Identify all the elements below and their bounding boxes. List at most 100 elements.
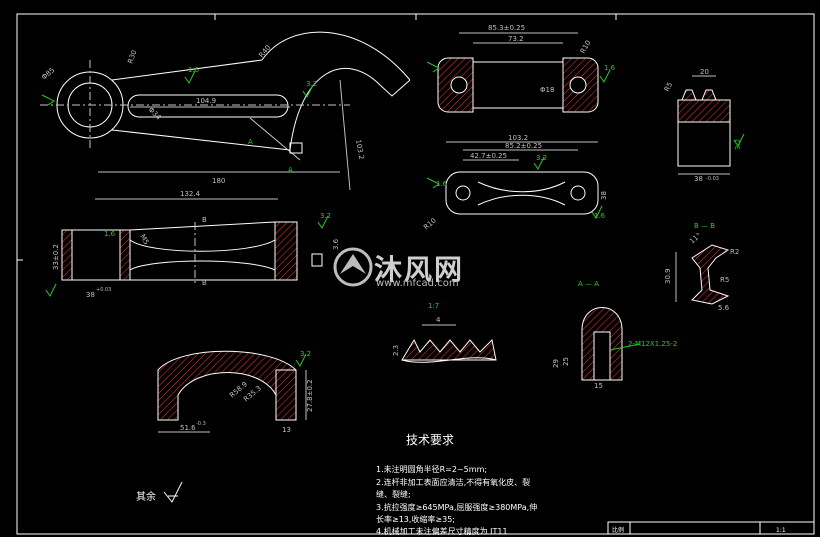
dim-small-width: 38: [86, 291, 95, 299]
right-top-roughness: [426, 61, 611, 83]
section-aa-view: [581, 307, 641, 381]
ss-top-lugs: [681, 89, 717, 101]
front-web: [129, 239, 276, 271]
title-cell-a: 比例: [612, 526, 624, 534]
detail-view: [401, 324, 497, 363]
note-line-3: 缝、裂缝;: [376, 489, 411, 499]
roughness-icon: [426, 177, 440, 189]
dim-103-line: [339, 79, 351, 191]
dim-rp-inner: 42.7±0.25: [470, 152, 507, 160]
rp-left-hole: [455, 185, 471, 201]
dim-rt-radius: R10: [579, 39, 593, 55]
title-cell-b: 1:1: [776, 527, 786, 534]
front-detail-box: [311, 253, 323, 267]
roughness-icon: [591, 205, 603, 219]
roughness-icon: [302, 84, 314, 98]
section-b-bottom: B: [202, 279, 207, 287]
dim-aa-d1: 29: [552, 359, 560, 368]
roughness-icon: [45, 283, 57, 297]
watermark-url: www.mfcad.com: [376, 278, 459, 289]
dim-rp-height: 38: [600, 191, 608, 200]
rt-right-hole: [569, 76, 587, 94]
bb-title: B — B: [694, 222, 715, 230]
rt-body: [472, 61, 564, 109]
dim-bore: Φ34: [147, 106, 163, 122]
note-line-1: 1.未注明圆角半径R=2~5mm;: [376, 464, 487, 474]
dim-cap-height: 27.8±0.2: [306, 379, 314, 412]
title-block: [607, 521, 815, 535]
front-top: [129, 221, 276, 231]
rough-rp-b: 1.6: [594, 212, 606, 220]
cap-outer: [157, 350, 297, 421]
detail-teeth: [401, 338, 497, 361]
dim-big-dia: Φ85: [40, 66, 56, 81]
roughness-icon: [295, 353, 307, 367]
note-line-6: 4.机械加工未注偏差尺寸精度为 IT11: [376, 526, 508, 536]
section-line-a: [249, 117, 301, 161]
roughness-icon: [184, 70, 196, 84]
top-view-text: Φ85 R30 R40 104.9 Φ34 180 103.2 A A 1.6 …: [40, 44, 365, 185]
detail-scale: 1:7: [428, 302, 439, 310]
dim-rp-span: 85.2±0.25: [505, 142, 542, 150]
section-a1: A: [248, 138, 253, 146]
note-line-4: 3.抗拉强度≥645MPa,屈服强度≥380MPa,伸: [376, 502, 537, 512]
rough-16: 1.6: [188, 66, 200, 74]
rough-rt: 1.6: [604, 64, 616, 72]
side-section-roughness: [733, 133, 745, 147]
cap-right-lug: [275, 369, 297, 421]
rough-rp-a: 3.2: [536, 154, 547, 162]
watermark: 沐风网 www.mfcad.com: [332, 246, 502, 296]
dim-overall: 180: [212, 177, 225, 185]
section-aa-text: A — A 2-M12X1.25-2 29 25 15: [552, 280, 677, 390]
boss: [289, 142, 303, 154]
roughness-icon: [599, 69, 611, 83]
rod-body-bottom: [111, 129, 291, 151]
top-view-roughness: [41, 70, 314, 106]
cap-hook: [379, 79, 411, 97]
watermark-logo-icon: [333, 247, 373, 287]
front-view-roughness: [45, 215, 329, 297]
dim-r40: R40: [257, 44, 272, 60]
rough-front-a: 3.2: [320, 212, 331, 220]
dim-bb-r2: R5: [720, 276, 729, 284]
dim-small-tol: +0.03: [96, 287, 111, 293]
detail-text: 1:7 4 2.3: [392, 302, 441, 356]
dim-rt-overall: 85.3±0.25: [488, 24, 525, 32]
cap-arc: [261, 31, 411, 81]
dim-aa-d2: 25: [562, 357, 570, 366]
section-bb-view: [675, 244, 730, 305]
side-section-view: [677, 75, 731, 175]
other-label: 其余: [136, 490, 156, 503]
right-plan-roughness: [426, 156, 603, 219]
front-view: [61, 198, 323, 285]
dim-rp-overall: 103.2: [508, 134, 528, 142]
dim-ss-bottom-tol: -0.03: [706, 176, 719, 182]
dim-cap-left: 13: [282, 426, 291, 434]
cap-arc-inner: [289, 68, 381, 151]
rod-body-top: [111, 59, 263, 81]
dim-left-height: 33±0.2: [52, 244, 60, 270]
front-right-boss: [274, 221, 298, 281]
dim-thread: M5: [138, 233, 150, 246]
roughness-icon: [733, 133, 745, 147]
aa-leader: [609, 343, 641, 351]
technical-notes: 技术要求 1.未注明圆角半径R=2~5mm; 2.连杆非加工表面应清洁,不得有氧…: [136, 433, 537, 536]
note-line-2: 2.连杆非加工表面应清洁,不得有氧化皮、裂: [376, 477, 530, 487]
dim-r30: R30: [126, 49, 138, 65]
bottom-view: [157, 350, 307, 433]
roughness-icon: [41, 94, 55, 106]
rod-slot: [127, 94, 289, 118]
dim-center: 104.9: [196, 97, 216, 105]
rp-outline: [445, 171, 599, 215]
roughness-icon: [317, 215, 329, 229]
dim-ss-r: R5: [663, 81, 675, 93]
other-roughness-icon: [163, 481, 183, 503]
front-left-bore: [71, 229, 121, 281]
ss-top-band: [677, 99, 731, 123]
dim-right: 3.6: [332, 238, 340, 250]
dim-ss-bottom: 38: [694, 175, 703, 183]
dim-aa-thread: 2-M12X1.25-2: [628, 340, 677, 348]
dim-ss-top: 20: [700, 68, 709, 76]
dim-depth: 2.3: [392, 345, 400, 356]
